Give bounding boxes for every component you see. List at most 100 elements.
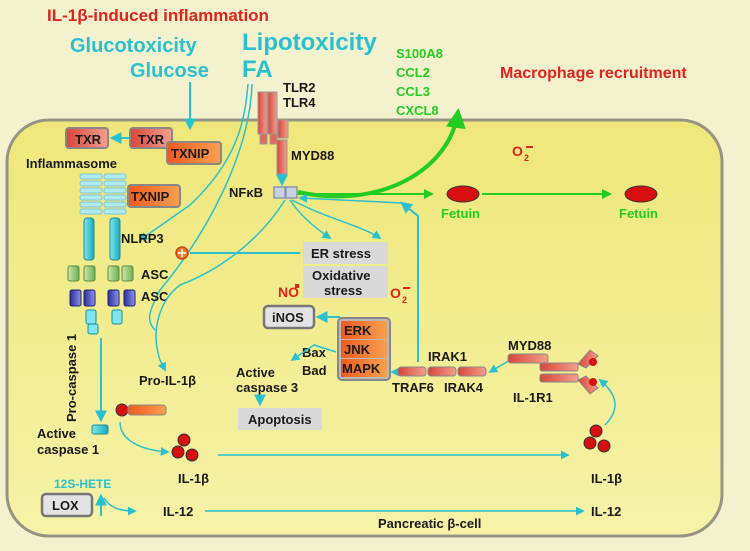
fa-to-txnip-arrow (138, 83, 249, 242)
inflammasome-lrr-right (103, 173, 127, 215)
asc-blue-1 (69, 289, 82, 307)
il1b-outside-shape (583, 424, 611, 453)
pro-il1b-to-il1b-arrow (119, 421, 170, 456)
nfkb-to-chemokines-arrow (297, 108, 466, 199)
nlrp3-nacht-right (109, 217, 121, 261)
il12-inside-label: IL-12 (163, 504, 193, 519)
glucose-label: Glucose (130, 60, 209, 82)
asc-blue-3 (107, 289, 120, 307)
fetuin-inside-label: Fetuin (441, 206, 480, 221)
traf6-to-nfkb-arrow (400, 201, 419, 362)
lox-box (40, 492, 94, 518)
myd88-right-shape (507, 353, 549, 364)
no-radical-dot (295, 284, 299, 288)
irak4-label: IRAK4 (444, 380, 484, 395)
procaspase-block-3 (111, 309, 123, 325)
asc-label-2: ASC (141, 289, 169, 304)
il12-outside-label: IL-12 (591, 504, 621, 519)
asc-green-1 (67, 265, 80, 282)
inflammasome-label: Inflammasome (26, 156, 117, 171)
nfkb-to-er-stress-arrow (289, 199, 332, 239)
svg-text:2: 2 (402, 295, 407, 305)
fa-label: FA (242, 56, 273, 83)
superoxide-top: O 2 (512, 143, 533, 163)
myd88-right-label: MYD88 (508, 338, 551, 353)
pro-il1b-tail (127, 404, 167, 416)
inos-label: iNOS (272, 310, 304, 325)
myd88-to-irak4-arrow (488, 359, 511, 373)
il1b-to-receptor-arrow (598, 378, 616, 426)
superoxide-mid: O 2 (390, 285, 410, 305)
pro-il1b-label: Pro-IL-1β (139, 373, 196, 388)
txr-inner-box (129, 127, 173, 149)
active-caspase1-shape (91, 424, 109, 435)
il1b-inside-label: IL-1β (178, 471, 209, 486)
procaspase-block-1 (85, 309, 97, 325)
tlr-receptor (257, 91, 289, 145)
lox-label: LOX (52, 498, 79, 513)
svg-text:O: O (512, 143, 523, 159)
cell-label: Pancreatic β-cell (378, 516, 481, 531)
plus-icon (178, 249, 186, 257)
macrophage-recruitment-label: Macrophage recruitment (500, 65, 687, 82)
lipotoxicity-label: Lipotoxicity (242, 29, 377, 56)
apoptosis-label: Apoptosis (248, 412, 312, 427)
er-stress-box (303, 242, 388, 264)
irak4-shape (457, 366, 487, 377)
nlrp3-label: NLRP3 (121, 231, 164, 246)
no-label: NO (278, 284, 299, 300)
procaspase-block-2 (87, 323, 99, 335)
txnip-inner-box (127, 184, 181, 208)
il1b-inside-shape (171, 433, 199, 462)
il1r1-label: IL-1R1 (513, 390, 553, 405)
oxidative-stress-box (303, 266, 388, 298)
il1b-outside-label: IL-1β (591, 471, 622, 486)
jnk-label: JNK (344, 342, 371, 357)
chemokine-ccl2: CCL2 (396, 65, 430, 80)
fetuin-outside-label: Fetuin (619, 206, 658, 221)
asc-blue-4 (123, 289, 136, 307)
nfkb-complex (273, 186, 298, 199)
traf6-nfkb-line (298, 193, 403, 204)
irak1-shape (427, 366, 457, 377)
er-stress-label: ER stress (311, 246, 371, 261)
jnk-box (341, 340, 387, 358)
nlrp3-nacht-left (83, 217, 95, 261)
apoptosis-box (238, 408, 322, 430)
txr-inner-label: TXR (138, 132, 165, 147)
inflammasome-lrr-left (79, 173, 103, 215)
oxidative-stress-label-b: stress (324, 283, 362, 298)
procaspase1-label: Pro-caspase 1 (64, 334, 79, 422)
asc-green-3 (107, 265, 120, 282)
hete-to-il12-arrow (103, 497, 137, 516)
oxidative-stress-label-a: Oxidative (312, 268, 371, 283)
glucotoxicity-label: Glucotoxicity (70, 35, 198, 57)
active-caspase3-label-a: Active (236, 365, 275, 380)
fetuin-inside-shape (446, 185, 480, 203)
fetuin-outside-shape (624, 185, 658, 203)
pro-il1b-head (115, 403, 129, 417)
irak1-label: IRAK1 (428, 349, 467, 364)
asc-label-1: ASC (141, 267, 169, 282)
bad-label: Bad (302, 363, 327, 378)
myd88-top-label: MYD88 (291, 148, 334, 163)
asc-green-2 (83, 265, 96, 282)
txnip-inner-label: TXNIP (131, 189, 170, 204)
nfkb-to-er-stress-arrow-2 (291, 199, 382, 239)
tlr4-label: TLR4 (283, 95, 316, 110)
il1b-inflammation-title: IL-1β-induced inflammation (47, 6, 269, 25)
active-caspase1-label-a: Active (37, 426, 76, 441)
chemokine-cxcl8: CXCL8 (396, 103, 439, 118)
active-caspase1-label-b: caspase 1 (37, 442, 99, 457)
hete-label: 12S-HETE (54, 477, 111, 491)
active-caspase3-label-b: caspase 3 (236, 380, 298, 395)
txr-outer-box (65, 127, 109, 149)
nfkb-to-pro-il1b-arrow (155, 199, 286, 372)
inos-box (262, 304, 316, 330)
asc-green-4 (121, 265, 134, 282)
chemokine-ccl3: CCL3 (396, 84, 430, 99)
txnip-top-box (166, 141, 222, 165)
mapk-box (341, 359, 387, 377)
